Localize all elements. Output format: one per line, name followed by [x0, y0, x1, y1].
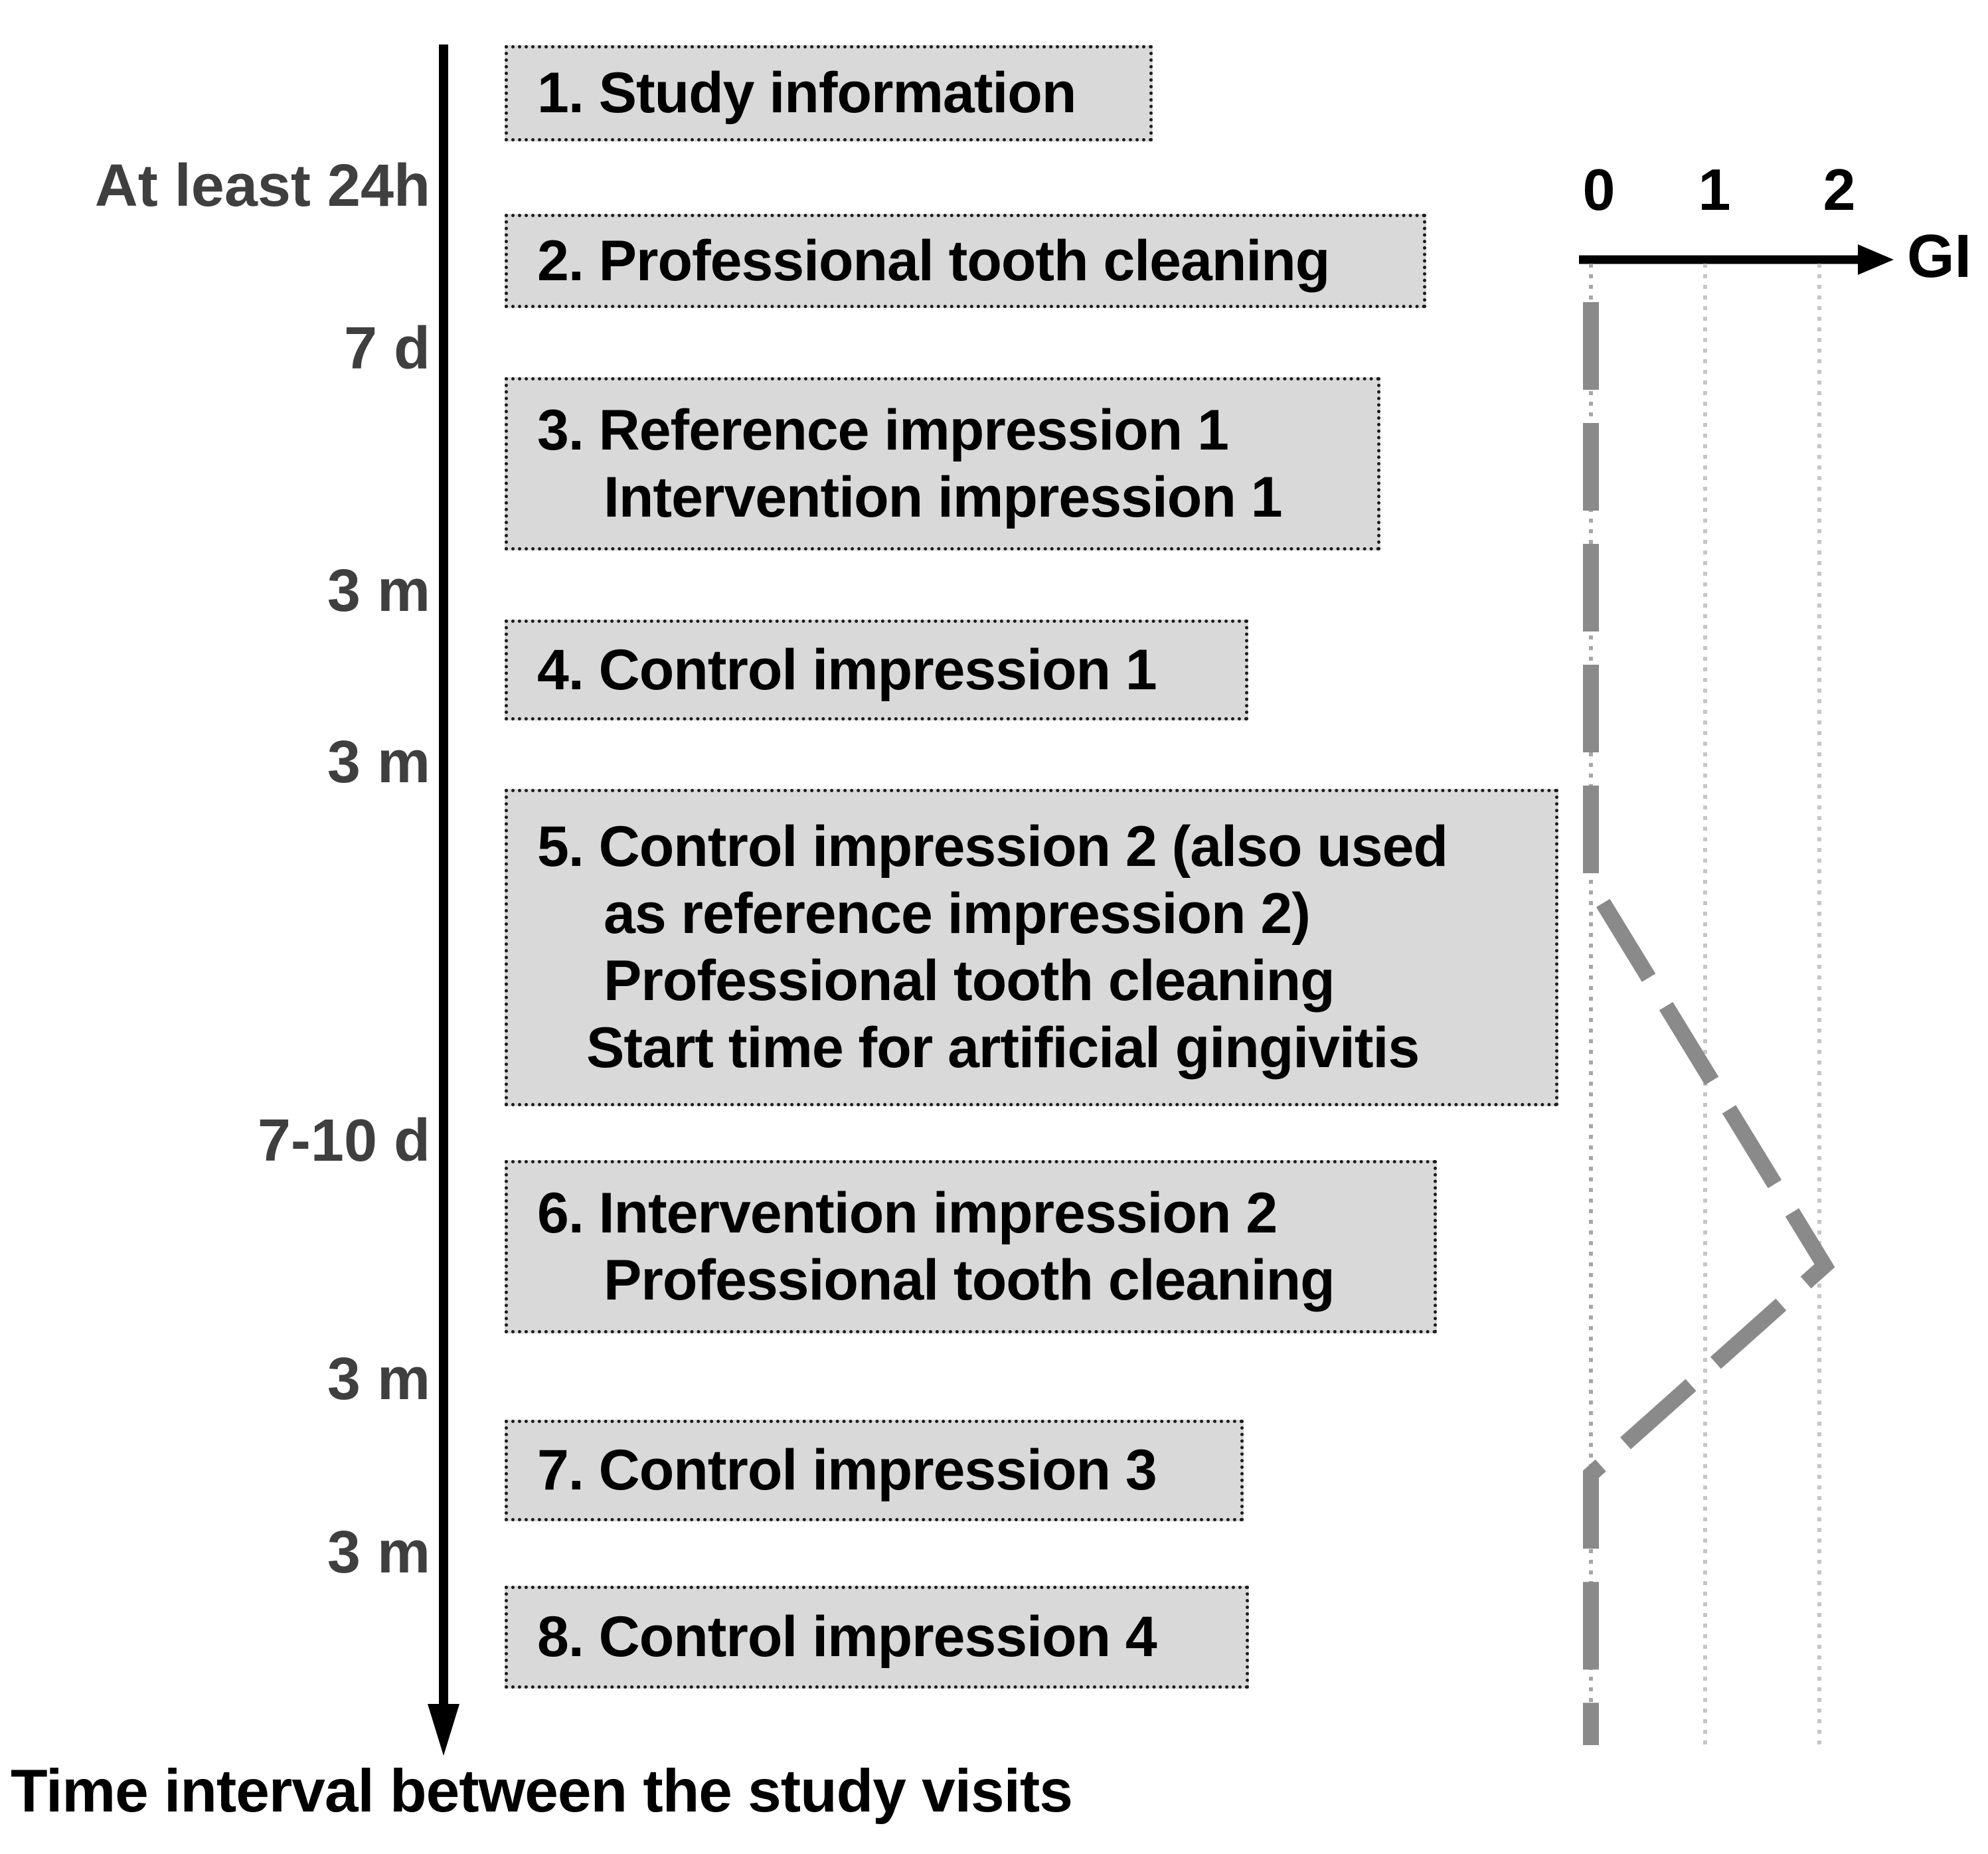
- step-box-7-label: 7. Control impression 3: [537, 1438, 1157, 1502]
- step-box-3-label-line-2: Intervention impression 1: [604, 465, 1283, 529]
- gi-tick-1: 1: [1698, 157, 1731, 222]
- step-box-8-label: 8. Control impression 4: [537, 1605, 1157, 1669]
- interval-label-24h: At least 24h: [94, 153, 430, 219]
- step-box-8: 8. Control impression 4: [505, 1586, 1249, 1689]
- interval-label-3m-3: 3 m: [327, 1346, 430, 1412]
- step-box-6-label: 6. Intervention impression 2: [537, 1181, 1278, 1245]
- gi-axis-arrow: [1579, 244, 1894, 275]
- step-box-5-label: 5. Control impression 2 (also used: [537, 815, 1448, 879]
- interval-label-7d: 7 d: [343, 315, 430, 382]
- interval-label-3m-4: 3 m: [327, 1519, 430, 1586]
- step-box-6-label-line-2: Professional tooth cleaning: [604, 1248, 1335, 1312]
- step-box-3: 3. Reference impression 1 Intervention i…: [505, 377, 1380, 550]
- step-box-3-label: 3. Reference impression 1: [537, 398, 1229, 462]
- step-box-6: 6. Intervention impression 2 Professiona…: [505, 1160, 1437, 1333]
- interval-label-7-10d: 7-10 d: [257, 1108, 430, 1174]
- gi-trajectory-dashed-line: [1583, 302, 1835, 1745]
- gi-axis-label: GI: [1907, 222, 1972, 290]
- gi-axis-arrowhead-icon: [1858, 244, 1894, 275]
- gi-tick-2: 2: [1823, 157, 1856, 222]
- step-box-5: 5. Control impression 2 (also used as re…: [505, 789, 1558, 1106]
- step-box-4-label: 4. Control impression 1: [537, 637, 1157, 702]
- step-box-2: 2. Professional tooth cleaning: [505, 214, 1426, 308]
- step-box-1-label: 1. Study information: [537, 61, 1076, 125]
- step-box-5-label-line-3: Professional tooth cleaning: [604, 949, 1335, 1013]
- step-box-4: 4. Control impression 1: [505, 620, 1248, 720]
- step-box-5-label-line-4: Start time for artificial gingivitis: [586, 1016, 1420, 1080]
- interval-label-3m-2: 3 m: [327, 729, 430, 796]
- step-box-2-label: 2. Professional tooth cleaning: [537, 228, 1330, 293]
- gi-gridlines: [1589, 264, 1821, 1745]
- interval-label-3m-1: 3 m: [327, 558, 430, 624]
- step-box-1: 1. Study information: [505, 45, 1153, 141]
- diagram-caption: Time interval between the study visits: [11, 1758, 1073, 1825]
- step-box-5-label-line-2: as reference impression 2): [604, 882, 1311, 946]
- step-box-7: 7. Control impression 3: [505, 1420, 1244, 1521]
- gi-tick-0: 0: [1582, 157, 1615, 222]
- timeline-arrowhead-icon: [428, 1704, 459, 1756]
- timeline-arrow: [428, 44, 459, 1756]
